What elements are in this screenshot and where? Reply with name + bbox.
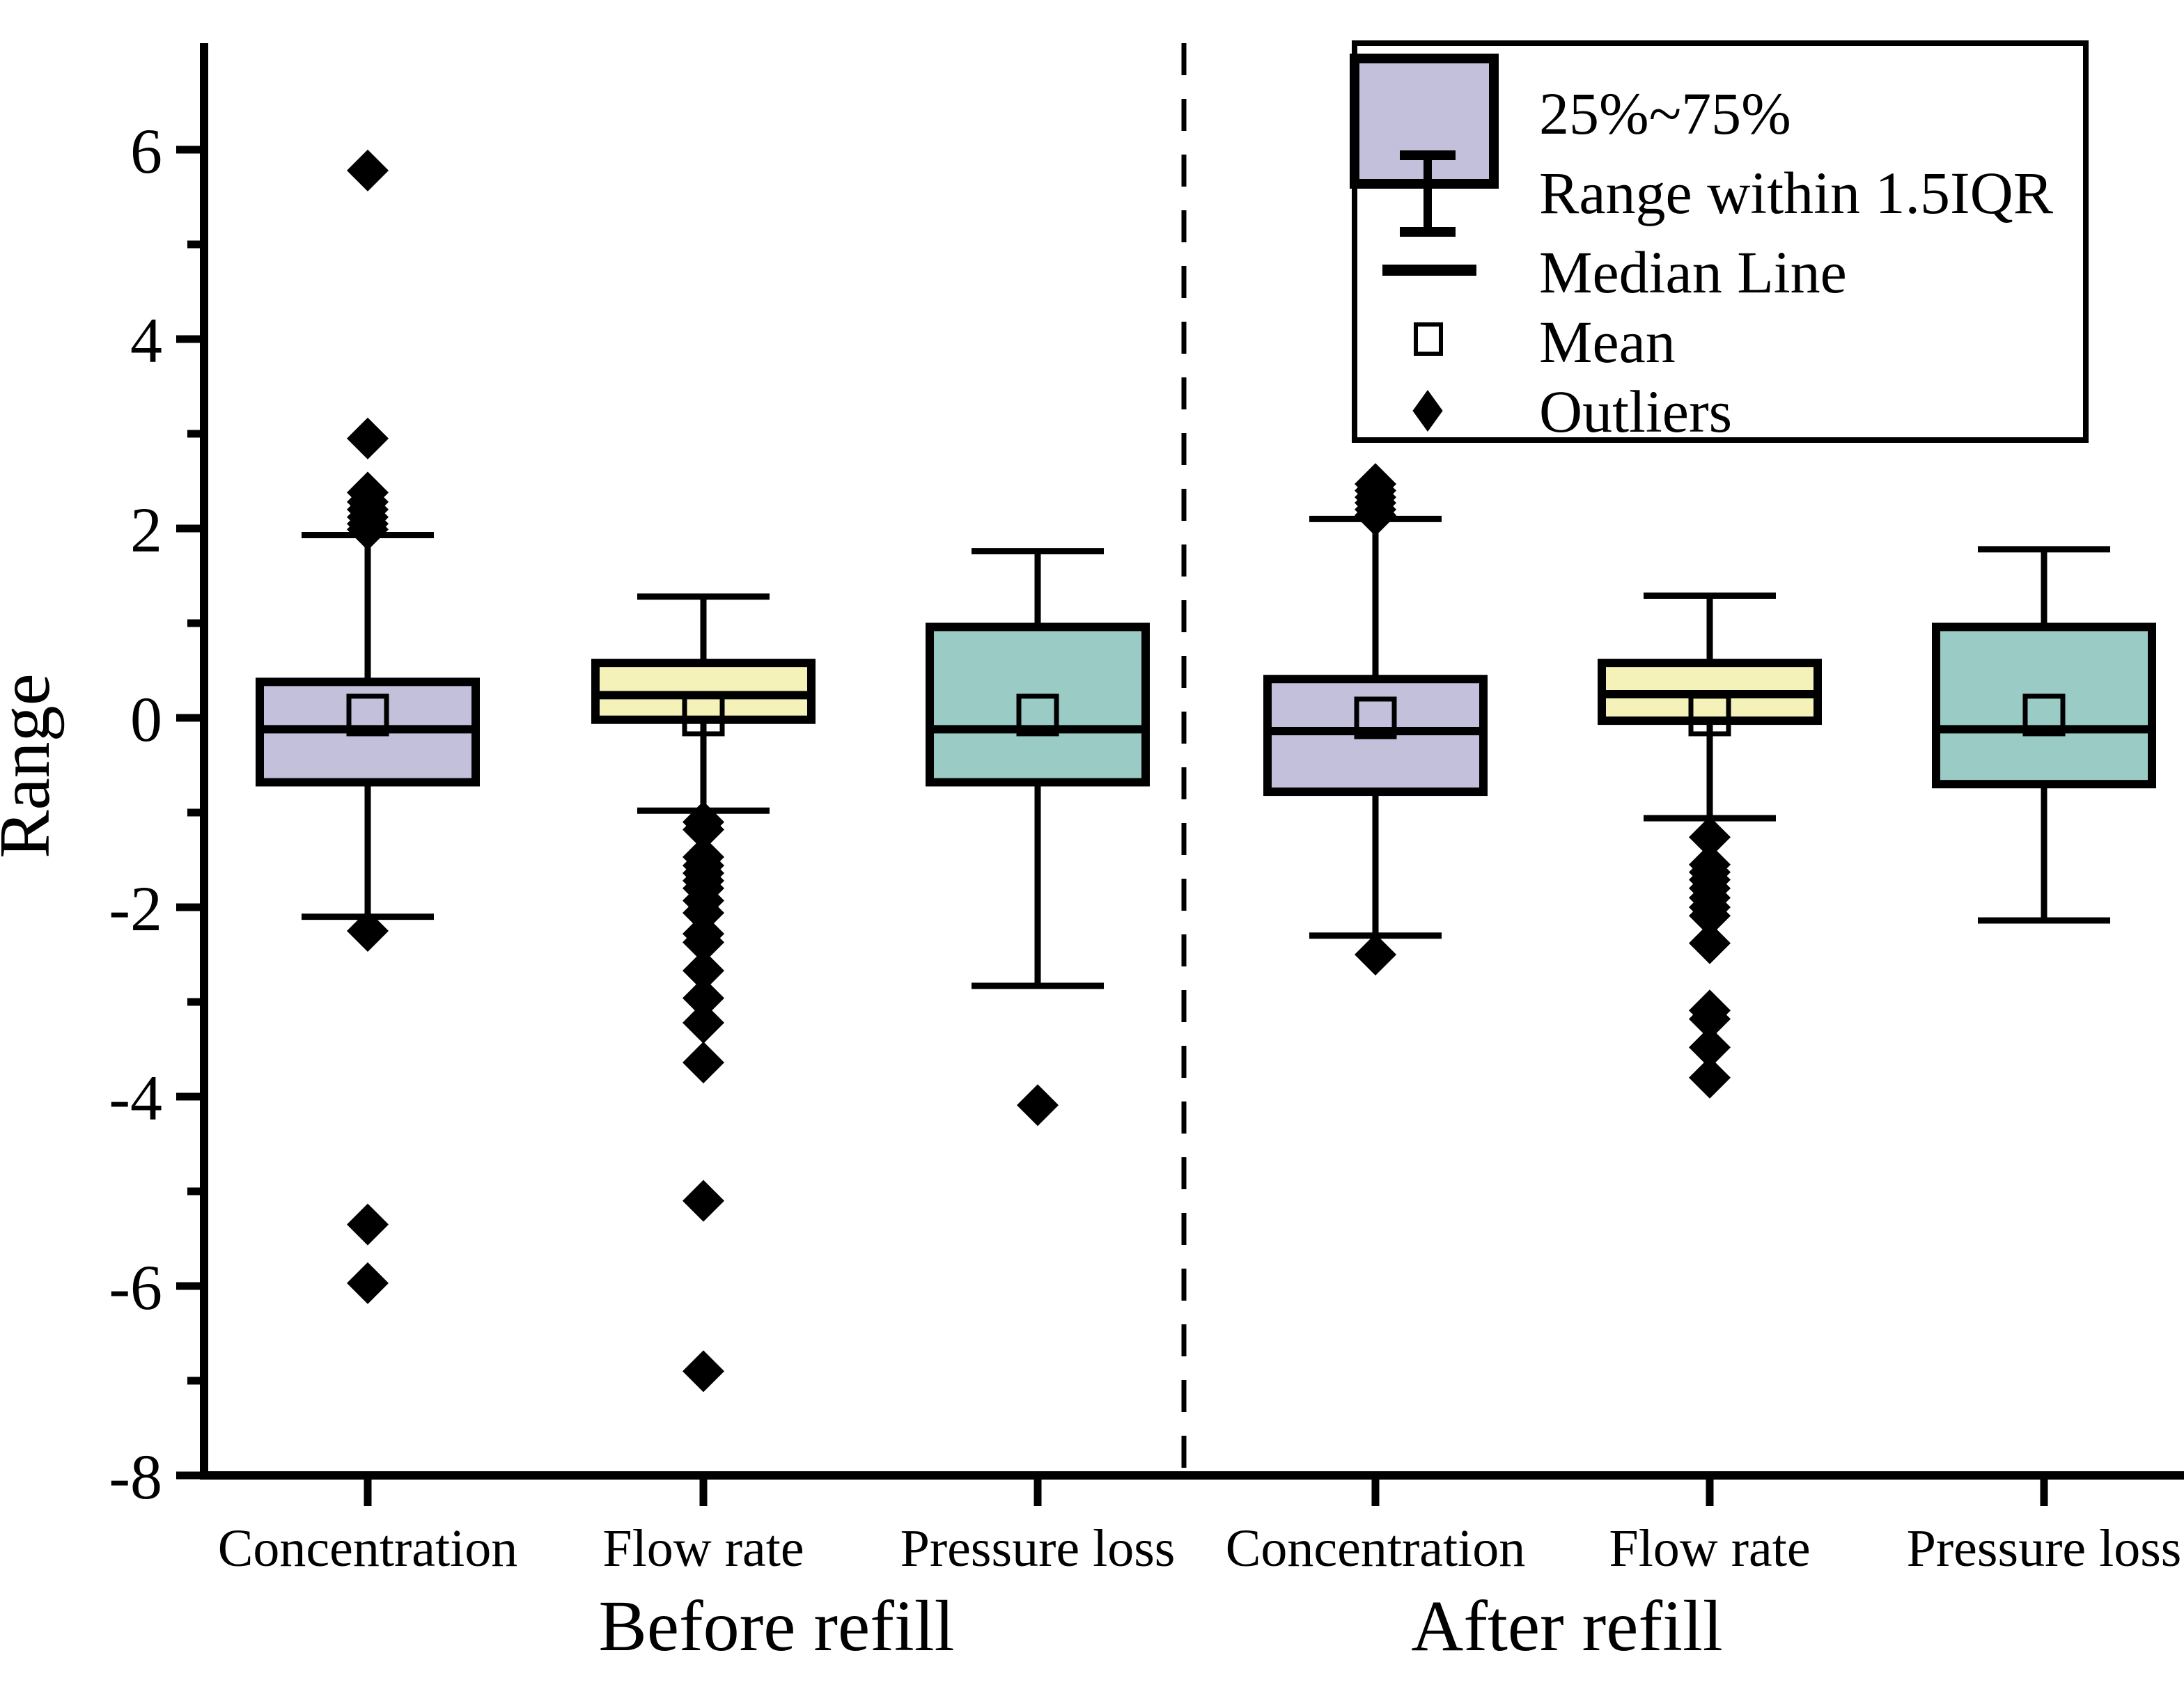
outlier-marker — [1689, 816, 1731, 859]
outlier-marker — [1689, 895, 1731, 937]
legend-label: Range within 1.5IQR — [1539, 159, 2054, 226]
outlier-marker — [682, 808, 724, 851]
outlier-marker — [1689, 1056, 1731, 1099]
outlier-marker — [1689, 1026, 1731, 1069]
outlier-marker — [347, 417, 389, 460]
y-axis-title: Range — [0, 673, 65, 859]
y-tick-label: 2 — [130, 494, 162, 565]
x-tick-label: Concentration — [218, 1519, 518, 1578]
axes-layer — [176, 43, 2184, 1506]
outlier-marker — [682, 950, 724, 992]
outlier-marker — [1689, 922, 1731, 964]
legend-label: Mean — [1539, 308, 1676, 375]
outlier-marker — [682, 1179, 724, 1222]
box-group — [256, 532, 480, 920]
box-group — [1932, 546, 2156, 924]
legend-entry: Median Line — [1382, 239, 1847, 306]
mean-marker — [1688, 693, 1731, 737]
legend-entry: Range within 1.5IQR — [1400, 150, 2054, 237]
x-tick-label: Pressure loss — [900, 1519, 1176, 1578]
y-tick-label: 4 — [130, 305, 162, 376]
mean-marker — [346, 693, 389, 737]
box-group — [1263, 515, 1488, 939]
mean-marker — [1016, 693, 1059, 737]
legend-label: 25%~75% — [1539, 80, 1791, 147]
outlier-marker — [347, 910, 389, 952]
x-tick-labels: Concentration Flow rate Pressure loss Conce… — [218, 1519, 2182, 1578]
legend: 25%~75% Range within 1.5IQR Median LineMea… — [1350, 40, 2089, 445]
box-layer — [256, 515, 2156, 989]
group-label-before: Before refill — [598, 1586, 954, 1666]
mean-marker — [682, 693, 725, 737]
y-tick-label: 6 — [130, 116, 162, 187]
outlier-marker — [682, 1350, 724, 1393]
mean-marker — [1354, 696, 1397, 739]
outlier-marker — [1017, 1084, 1059, 1127]
box-body — [1932, 622, 2156, 789]
outlier-layer — [347, 149, 1731, 1393]
x-tick-label: Pressure loss — [1907, 1519, 2182, 1578]
legend-mean-marker — [1414, 322, 1443, 356]
x-tick-label: Flow rate — [602, 1519, 804, 1578]
outlier-marker — [1355, 934, 1396, 975]
outlier-marker — [347, 149, 389, 191]
mean-marker — [2022, 693, 2066, 737]
y-tick-label: -2 — [109, 873, 162, 944]
outlier-marker — [347, 508, 389, 551]
y-tick-labels: 6 4 2 0 -2 -4 -6 -8 — [109, 116, 162, 1512]
outlier-marker — [682, 921, 724, 964]
outlier-marker — [347, 1203, 389, 1246]
legend-entry: Mean — [1414, 308, 1676, 375]
group-label-after: After refill — [1411, 1586, 1723, 1666]
y-tick-label: -8 — [109, 1441, 162, 1512]
box-group — [926, 548, 1150, 989]
outlier-marker — [682, 977, 724, 1019]
outlier-marker — [682, 1042, 724, 1084]
box-body — [926, 622, 1150, 787]
legend-label: Median Line — [1539, 239, 1847, 306]
y-tick-label: -4 — [109, 1063, 162, 1134]
box-group — [1598, 593, 1822, 822]
legend-entry: Outliers — [1412, 378, 1732, 445]
x-tick-label: Concentration — [1226, 1519, 1526, 1578]
outlier-marker — [682, 1001, 724, 1044]
y-tick-label: 0 — [130, 684, 162, 755]
outlier-marker — [1355, 494, 1396, 536]
x-tick-label: Flow rate — [1609, 1519, 1810, 1578]
legend-label: Outliers — [1539, 378, 1732, 445]
outlier-marker — [347, 1262, 389, 1304]
y-tick-label: -6 — [109, 1252, 162, 1323]
legend-outlier-marker — [1412, 390, 1443, 432]
outlier-marker — [1689, 998, 1731, 1040]
